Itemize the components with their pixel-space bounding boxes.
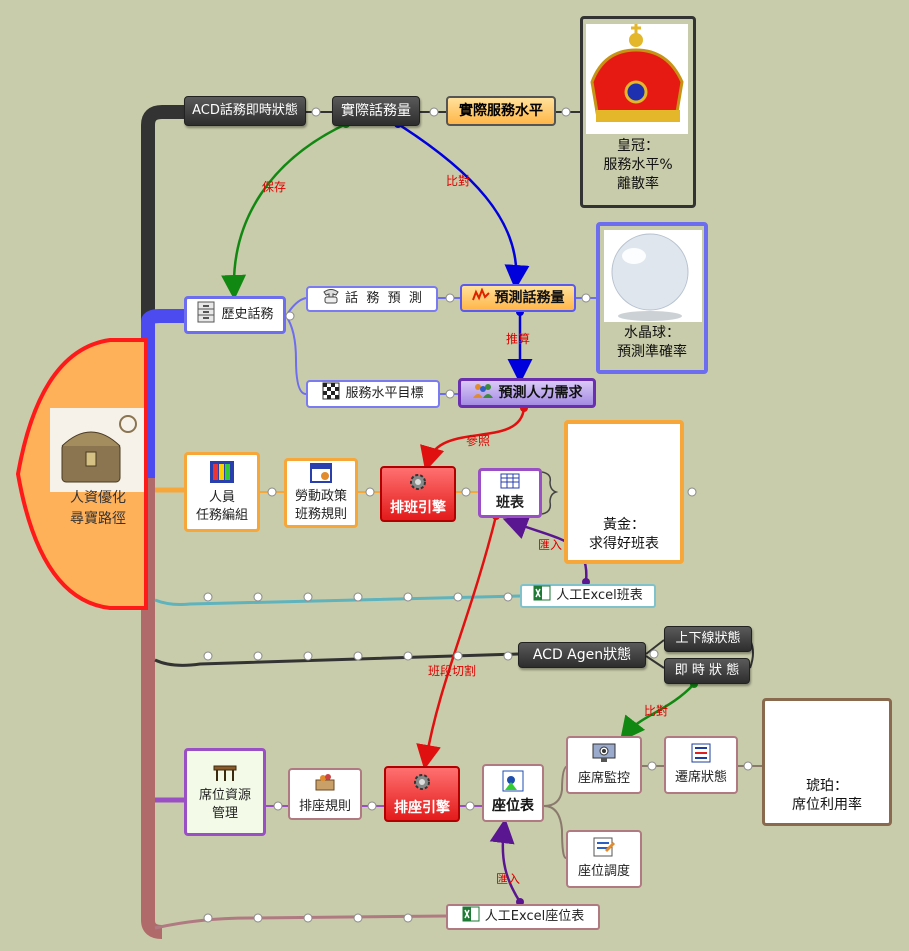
forecast-staff-label: 預測人力需求 — [498, 384, 583, 401]
seat-table-label: 座位表 — [492, 798, 534, 815]
forecast-label-text: 話 務 預 測 — [345, 291, 422, 307]
shift-engine-label: 排班引擎 — [390, 499, 446, 516]
edge-label-compare1: 比對 — [446, 174, 471, 188]
seat-engine-label: 排座引擎 — [394, 799, 450, 816]
crown-icon — [586, 24, 688, 134]
acd-agent-node[interactable]: ACD Agen狀態 — [518, 642, 646, 668]
seat-engine-node[interactable]: 排座引擎 — [384, 766, 460, 822]
phone-icon — [322, 288, 340, 310]
staff-group-line1: 人員 — [208, 490, 235, 506]
monitor-icon — [591, 742, 617, 770]
chart-icon — [471, 287, 490, 308]
root-title-line1: 人資優化 — [70, 490, 126, 506]
seat-monitor-label: 座席監控 — [577, 771, 630, 786]
seat-dispatch-node[interactable]: 座位調度 — [566, 830, 642, 888]
status-list-icon — [690, 743, 712, 769]
desk-icon — [212, 762, 238, 788]
forecast-staff-node[interactable]: 預測人力需求 — [458, 378, 596, 408]
crystal-card-line1: 水晶球： — [624, 325, 680, 341]
table-icon — [500, 473, 520, 495]
excel-seat-icon — [462, 906, 480, 928]
seat-table-node[interactable]: 座位表 — [482, 764, 544, 822]
shift-engine-node[interactable]: 排班引擎 — [380, 466, 456, 522]
staff-group-node[interactable]: 人員 任務編組 — [184, 452, 260, 532]
edge-label-shift-cut: 班段切割 — [428, 664, 477, 678]
gold-card-line1: 黃金： — [603, 517, 645, 533]
seat-gear-icon — [411, 771, 433, 799]
dispatch-icon — [592, 837, 616, 863]
shift-table-label: 班表 — [496, 495, 524, 512]
seat-monitor-node[interactable]: 座席監控 — [566, 736, 642, 794]
manual-excel-shift-label: 人工Excel班表 — [556, 588, 643, 604]
people-card-icon — [209, 460, 235, 490]
acd-status-label: ACD話務即時狀態 — [192, 103, 298, 119]
seat-resource-line1: 席位資源 — [198, 788, 251, 804]
seat-dispatch-label: 座位調度 — [577, 864, 630, 879]
box-icon — [313, 772, 337, 798]
edge-label-reference: 參照 — [466, 434, 491, 448]
realtime-status-node[interactable]: 即 時 狀 態 — [664, 658, 750, 684]
seat-resource-node[interactable]: 席位資源 管理 — [184, 748, 266, 836]
actual-volume-node[interactable]: 實際話務量 — [332, 96, 420, 126]
forecast-volume-label: 預測話務量 — [494, 289, 565, 306]
login-status-label: 上下線狀態 — [675, 631, 741, 647]
amber-card[interactable]: 琥珀： 席位利用率 — [762, 698, 892, 826]
gear-icon — [407, 471, 429, 499]
crystal-ball-icon — [604, 230, 702, 322]
forecast-volume-node[interactable]: 預測話務量 — [460, 284, 576, 312]
amber-card-line1: 琥珀： — [806, 778, 848, 794]
crown-card-line1: 皇冠： — [617, 138, 659, 154]
acd-status-node[interactable]: ACD話務即時狀態 — [184, 96, 306, 126]
crown-card[interactable]: 皇冠： 服務水平% 離散率 — [580, 16, 696, 208]
login-status-node[interactable]: 上下線狀態 — [664, 626, 752, 652]
staff-group-line2: 任務編組 — [195, 507, 248, 523]
edge-label-estimate: 推算 — [506, 332, 531, 346]
crystal-card[interactable]: 水晶球： 預測準確率 — [596, 222, 708, 374]
manual-excel-seat-label: 人工Excel座位表 — [484, 909, 585, 925]
labor-policy-node[interactable]: 勞動政策 班務規則 — [284, 458, 358, 528]
root-title: 人資優化 尋寶路徑 — [38, 488, 158, 530]
edge-label-compare2: 比對 — [644, 704, 669, 718]
seat-resource-line2: 管理 — [211, 805, 238, 821]
amber-card-line2: 席位利用率 — [792, 796, 862, 813]
edge-label-import1: 匯入 — [538, 538, 563, 552]
actual-volume-label: 實際話務量 — [341, 102, 411, 119]
calendar-icon — [310, 462, 332, 489]
treasure-chest-icon — [50, 408, 144, 492]
cabinet-icon — [196, 301, 216, 329]
manual-excel-seat-node[interactable]: 人工Excel座位表 — [446, 904, 600, 930]
history-volume-label: 歷史話務 — [221, 307, 274, 323]
seat-rules-label: 排座規則 — [298, 799, 351, 814]
manual-excel-shift-node[interactable]: 人工Excel班表 — [520, 584, 656, 608]
gold-card[interactable]: 黃金： 求得好班表 — [564, 420, 684, 564]
seat-status-label: 遷席狀態 — [674, 770, 727, 785]
edge-label-save: 保存 — [262, 180, 287, 194]
gold-card-line2: 求得好班表 — [589, 535, 659, 552]
realtime-status-label: 即 時 狀 態 — [674, 663, 740, 679]
people-icon — [472, 382, 494, 404]
shift-table-node[interactable]: 班表 — [478, 468, 542, 518]
actual-service-level-node[interactable]: 實際服務水平 — [446, 96, 556, 126]
service-target-node[interactable]: 服務水平目標 — [306, 380, 440, 408]
edge-label-import2: 匯入 — [496, 872, 521, 886]
crown-card-line3: 離散率 — [617, 175, 659, 192]
branch-trunks — [141, 105, 521, 939]
collapse-dots — [203, 107, 753, 923]
actual-service-level-label: 實際服務水平 — [459, 102, 543, 119]
seat-chart-icon — [501, 770, 525, 798]
acd-agent-label: ACD Agen狀態 — [532, 646, 632, 663]
root-title-line2: 尋寶路徑 — [70, 511, 126, 527]
seat-status-node[interactable]: 遷席狀態 — [664, 736, 738, 794]
labor-policy-line1: 勞動政策 — [294, 489, 347, 505]
labor-policy-line2: 班務規則 — [294, 506, 347, 522]
crystal-card-line2: 預測準確率 — [617, 343, 687, 360]
excel-icon — [533, 585, 551, 607]
history-volume-node[interactable]: 歷史話務 — [184, 296, 286, 334]
crown-card-line2: 服務水平% — [603, 156, 673, 173]
flag-icon — [322, 382, 340, 406]
forecast-label-node[interactable]: 話 務 預 測 — [306, 286, 438, 312]
seat-rules-node[interactable]: 排座規則 — [288, 768, 362, 820]
service-target-label: 服務水平目標 — [345, 386, 424, 402]
